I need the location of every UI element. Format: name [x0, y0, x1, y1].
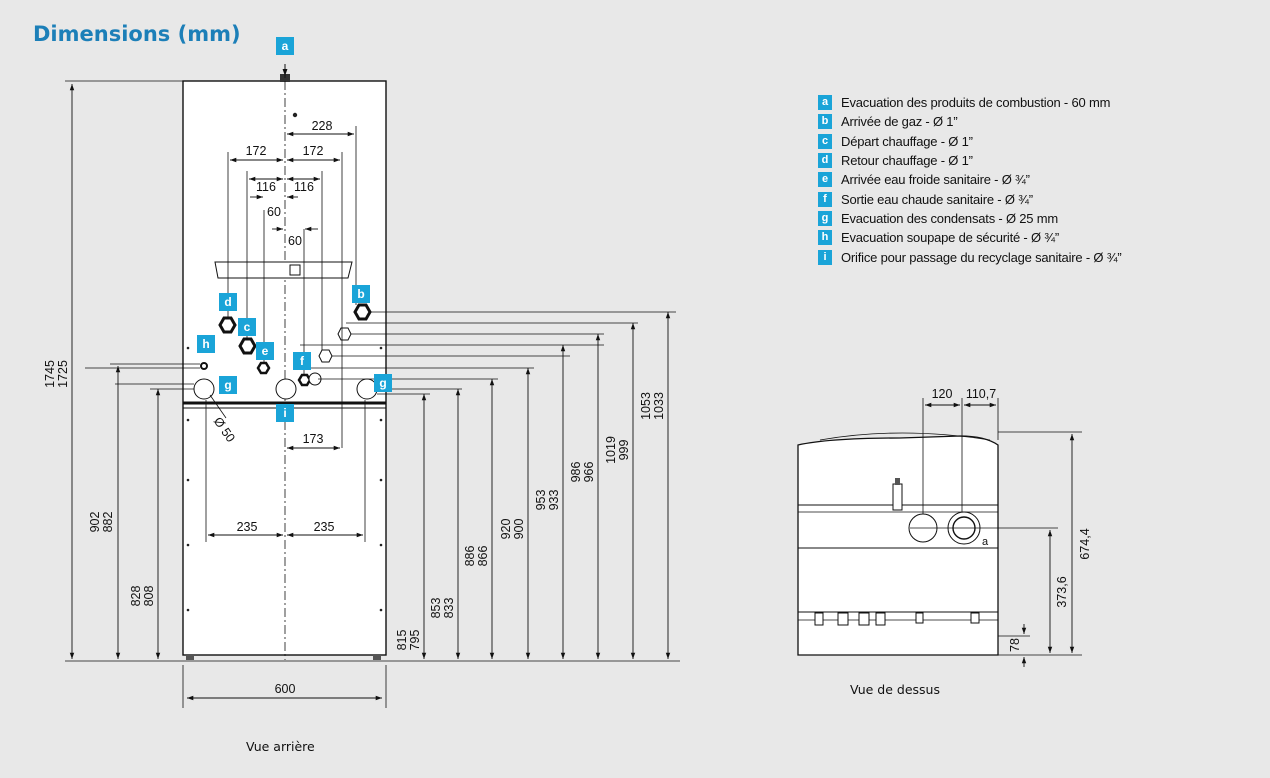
top-view: 120 110,7 674,4 373,6 78 a [797, 387, 1092, 667]
legend-text: Evacuation des condensats - Ø 25 mm [841, 210, 1059, 226]
marker-h: h [197, 335, 215, 353]
marker-g-right: g [374, 374, 392, 392]
svg-text:c: c [244, 320, 251, 334]
legend-text: Arrivée eau froide sanitaire - Ø ¾” [841, 172, 1030, 188]
dim-933: 933 [547, 490, 561, 511]
dim-173: 173 [303, 432, 324, 446]
dim-60-top: 60 [267, 205, 281, 219]
svg-text:f: f [300, 354, 305, 368]
dim-228: 228 [312, 119, 333, 133]
dim-172-right: 172 [303, 144, 324, 158]
dim-815: 815 [395, 630, 409, 651]
dim-920: 920 [499, 519, 513, 540]
svg-text:d: d [224, 295, 231, 309]
dim-866: 866 [476, 546, 490, 567]
legend-badge: c [818, 133, 832, 149]
svg-text:h: h [202, 337, 209, 351]
dim-886: 886 [463, 546, 477, 567]
legend-text: Départ chauffage - Ø 1” [841, 133, 973, 149]
legend-badge: e [818, 172, 832, 188]
legend-text: Orifice pour passage du recyclage sanita… [841, 249, 1122, 265]
dim-986: 986 [569, 462, 583, 483]
top-marker-a: a [982, 536, 989, 548]
dim-966: 966 [582, 462, 596, 483]
svg-text:b: b [357, 287, 364, 301]
dim-78: 78 [1008, 638, 1022, 652]
dim-373-6: 373,6 [1055, 576, 1069, 607]
dim-808: 808 [142, 586, 156, 607]
caption-rear-view: Vue arrière [246, 739, 315, 754]
legend-badge: g [818, 210, 832, 226]
dim-60-bottom: 60 [288, 234, 302, 248]
caption-top-view: Vue de dessus [850, 682, 940, 697]
dim-853: 853 [429, 598, 443, 619]
legend-item-h: h Evacuation soupape de sécurité - Ø ¾” [818, 228, 1121, 247]
svg-text:g: g [379, 376, 386, 390]
legend-badge: i [818, 249, 832, 265]
legend: a Evacuation des produits de combustion -… [818, 93, 1122, 267]
marker-d: d [219, 293, 237, 311]
dim-110-7: 110,7 [966, 387, 996, 401]
legend-item-c: c Départ chauffage - Ø 1” [818, 132, 1121, 151]
dim-120: 120 [932, 387, 953, 401]
legend-text: Sortie eau chaude sanitaire - Ø ¾” [841, 191, 1033, 207]
legend-text: Arrivée de gaz - Ø 1” [841, 114, 958, 130]
legend-text: Evacuation des produits de combustion - … [841, 95, 1111, 111]
marker-i: i [276, 404, 294, 422]
dim-116-right: 116 [294, 180, 314, 194]
dim-1053: 1053 [639, 392, 653, 420]
legend-badge: h [818, 230, 832, 246]
dim-902: 902 [88, 512, 102, 533]
legend-item-d: d Retour chauffage - Ø 1” [818, 151, 1121, 170]
legend-badge: f [818, 191, 832, 207]
legend-item-g: g Evacuation des condensats - Ø 25 mm [818, 209, 1121, 228]
rear-view: 600 235 235 173 172 172 228 116 116 60 6… [43, 37, 680, 708]
dim-116-left: 116 [256, 180, 276, 194]
legend-item-f: f Sortie eau chaude sanitaire - Ø ¾” [818, 189, 1121, 208]
svg-text:g: g [224, 378, 231, 392]
dim-882: 882 [101, 512, 115, 533]
legend-item-e: e Arrivée eau froide sanitaire - Ø ¾” [818, 170, 1121, 189]
dim-795: 795 [408, 630, 422, 651]
dim-1745: 1745 [43, 360, 57, 388]
svg-text:a: a [282, 39, 289, 53]
legend-item-i: i Orifice pour passage du recyclage sanit… [818, 247, 1122, 266]
svg-text:i: i [283, 406, 286, 420]
legend-badge: d [818, 153, 832, 169]
legend-badge: a [818, 95, 832, 111]
dim-235-right: 235 [314, 520, 335, 534]
dim-900: 900 [512, 519, 526, 540]
legend-item-b: b Arrivée de gaz - Ø 1” [818, 112, 1121, 131]
marker-f: f [293, 352, 311, 370]
dim-953: 953 [534, 490, 548, 511]
dim-828: 828 [129, 586, 143, 607]
legend-badge: b [818, 114, 832, 130]
legend-text: Evacuation soupape de sécurité - Ø ¾” [841, 230, 1060, 246]
dim-833: 833 [442, 598, 456, 619]
legend-item-a: a Evacuation des produits de combustion -… [818, 93, 1121, 112]
dim-1033: 1033 [652, 392, 666, 420]
dim-999: 999 [617, 440, 631, 461]
svg-text:e: e [262, 344, 269, 358]
marker-c: c [238, 318, 256, 336]
top-view-body [797, 435, 999, 656]
dim-674-4: 674,4 [1078, 528, 1092, 559]
marker-g-left: g [219, 376, 237, 394]
dim-600: 600 [275, 682, 296, 696]
legend-text: Retour chauffage - Ø 1” [841, 153, 973, 169]
dim-1019: 1019 [604, 436, 618, 464]
marker-a: a [276, 37, 294, 55]
marker-e: e [256, 342, 274, 360]
dim-235-left: 235 [237, 520, 258, 534]
dim-172-left: 172 [246, 144, 267, 158]
page-title: Dimensions (mm) [33, 22, 241, 46]
dim-1725: 1725 [56, 360, 70, 388]
marker-b: b [352, 285, 370, 303]
